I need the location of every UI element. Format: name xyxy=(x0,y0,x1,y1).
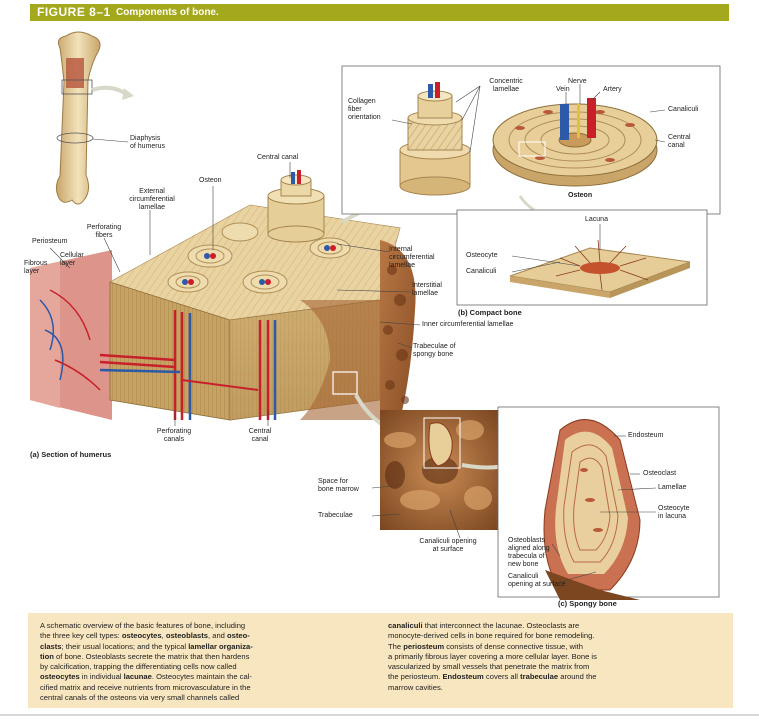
caption-panel-a: (a) Section of humerus xyxy=(30,450,112,459)
label-concentric: Concentric lamellae xyxy=(489,78,523,93)
caption-run: ; their usual locations; and the typical xyxy=(61,641,189,651)
label-perforating-canals: Perforating canals xyxy=(156,428,192,443)
caption-run: trabeculae xyxy=(520,672,559,682)
label-osteoblasts: Osteoblasts aligned along trabecula of n… xyxy=(508,537,550,568)
caption-run: canaliculi xyxy=(388,621,423,630)
caption-run: Endosteum xyxy=(442,672,484,682)
label-central-canal-b: Central canal xyxy=(668,134,691,149)
label-lacuna: Lacuna xyxy=(585,216,608,223)
label-diaphysis: Diaphysis of humerus xyxy=(130,135,166,150)
caption-run: lacunae xyxy=(123,672,152,682)
label-periosteum: Periosteum xyxy=(32,238,68,245)
label-inner-lamellae: Inner circumferential lamellae xyxy=(422,321,514,328)
label-canaliculi-b: Canaliculi xyxy=(668,106,699,113)
caption-run: osteoblasts xyxy=(165,631,209,641)
caption-run: . Osteocytes maintain the cal- cified ma… xyxy=(40,672,252,703)
bottom-rule xyxy=(0,714,759,716)
label-trabeculae-spongy: Trabeculae of spongy bone xyxy=(413,343,456,358)
caption-run: , xyxy=(161,631,166,641)
caption-run: in individual xyxy=(79,672,124,682)
figure-title: Components of bone. xyxy=(116,7,219,18)
label-osteon-b: Osteon xyxy=(568,192,593,199)
caption-run: lamellar organiza- tion xyxy=(40,641,253,661)
figure-number: FIGURE 8–1 xyxy=(37,5,111,19)
label-central-canal-bottom: Central canal xyxy=(248,428,272,443)
caption-run: osteocytes xyxy=(121,631,162,641)
caption-run: around the marrow cavities. xyxy=(388,672,597,692)
caption-run: that interconnect the lacunae. Osteoclas… xyxy=(388,621,595,651)
spongy-bone-panel xyxy=(371,406,720,600)
label-lamellae: Lamellae xyxy=(658,484,687,491)
label-canaliculi-surface: Canaliculi opening at surface xyxy=(508,573,566,588)
figure-banner: FIGURE 8–1 Components of bone. xyxy=(30,4,729,21)
caption-run: of bone. Osteoblasts secrete the matrix … xyxy=(40,651,250,672)
label-collagen: Collagen fiber orientation xyxy=(348,98,381,121)
caption-left-column: A schematic overview of the basic featur… xyxy=(40,621,370,703)
label-endosteum: Endosteum xyxy=(628,432,664,439)
label-central-canal-top: Central canal xyxy=(257,154,299,161)
label-canaliculi-b2: Canaliculi xyxy=(466,268,497,275)
caption-panel-b: (b) Compact bone xyxy=(458,308,522,317)
label-artery: Artery xyxy=(603,86,622,93)
label-trabeculae-c: Trabeculae xyxy=(318,512,353,519)
label-canaliculi-opening: Canaliculi opening at surface xyxy=(419,538,477,553)
label-external-lamellae: External circumferential lamellae xyxy=(129,188,175,211)
caption-run: , and xyxy=(208,631,228,641)
compact-bone-panel xyxy=(341,65,721,306)
label-osteocyte-b: Osteocyte xyxy=(466,252,498,259)
rising-osteon xyxy=(267,170,325,243)
caption-right-column: canaliculi that interconnect the lacunae… xyxy=(388,621,723,693)
humerus-bone xyxy=(55,31,134,205)
label-nerve: Nerve xyxy=(568,78,587,85)
section-of-humerus xyxy=(30,138,421,438)
caption-run: covers all xyxy=(483,672,521,682)
label-space-marrow: Space for bone marrow xyxy=(318,478,359,493)
label-osteon-a: Osteon xyxy=(199,177,222,184)
label-cellular-layer: Cellular layer xyxy=(60,252,84,267)
caption-run: A schematic overview of the basic featur… xyxy=(40,621,246,641)
label-perforating-fibers: Perforating fibers xyxy=(86,224,122,239)
figure-caption: A schematic overview of the basic featur… xyxy=(28,613,733,708)
label-osteocyte-lacuna: Osteocyte in lacuna xyxy=(658,505,690,520)
caption-run: periosteum xyxy=(403,641,445,651)
caption-run: consists of dense connective tissue, wit… xyxy=(388,641,597,682)
caption-run: osteo- clasts xyxy=(40,631,250,651)
caption-run: osteocytes xyxy=(40,672,80,682)
bone-illustration xyxy=(30,31,721,600)
label-vein: Vein xyxy=(556,86,570,93)
caption-panel-c: (c) Spongy bone xyxy=(558,599,617,608)
label-internal-lamellae: Internal circumferential lamellae xyxy=(389,246,435,269)
label-osteoclast: Osteoclast xyxy=(643,470,677,477)
label-interstitial-lamellae: Interstitial lamellae xyxy=(412,282,442,297)
label-fibrous-layer: Fibrous layer xyxy=(24,260,48,275)
